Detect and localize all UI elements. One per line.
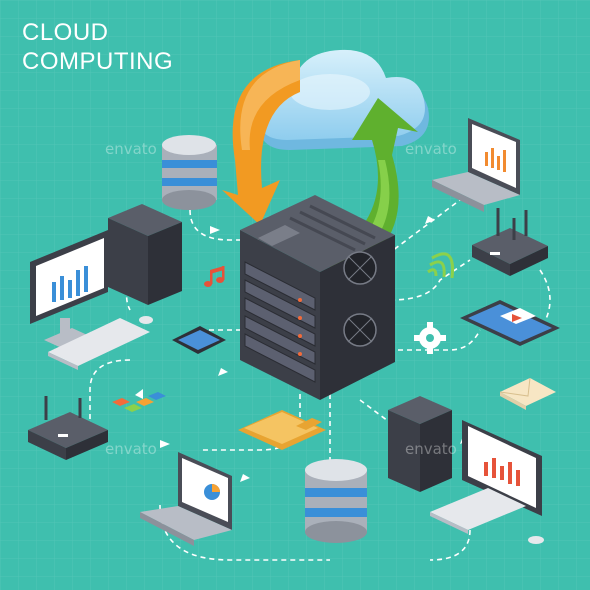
gear-icon (414, 322, 446, 354)
database-icon (162, 135, 217, 210)
desktop-computer-icon-2 (388, 396, 544, 544)
desktop-computer-icon (30, 204, 182, 370)
database-icon-2 (305, 459, 367, 543)
tablet-icon (460, 300, 560, 346)
wifi-signal-icon (427, 252, 455, 279)
title-line-2: COMPUTING (22, 48, 174, 75)
envelope-icon (499, 377, 556, 410)
router-icon-2 (28, 396, 108, 460)
title-line-1: CLOUD (22, 19, 109, 46)
flow-arrows (135, 216, 470, 482)
router-icon (472, 208, 548, 276)
laptop-icon (432, 118, 520, 212)
laptop-icon-2 (140, 452, 232, 546)
page-title: CLOUD COMPUTING (22, 18, 173, 76)
folder-icon (238, 410, 326, 450)
smartphone-icon (172, 326, 226, 354)
orange-arrow-icon (222, 60, 300, 225)
chart-blocks-icon (112, 392, 166, 412)
music-note-icon (204, 266, 225, 287)
server-icon (240, 195, 395, 400)
